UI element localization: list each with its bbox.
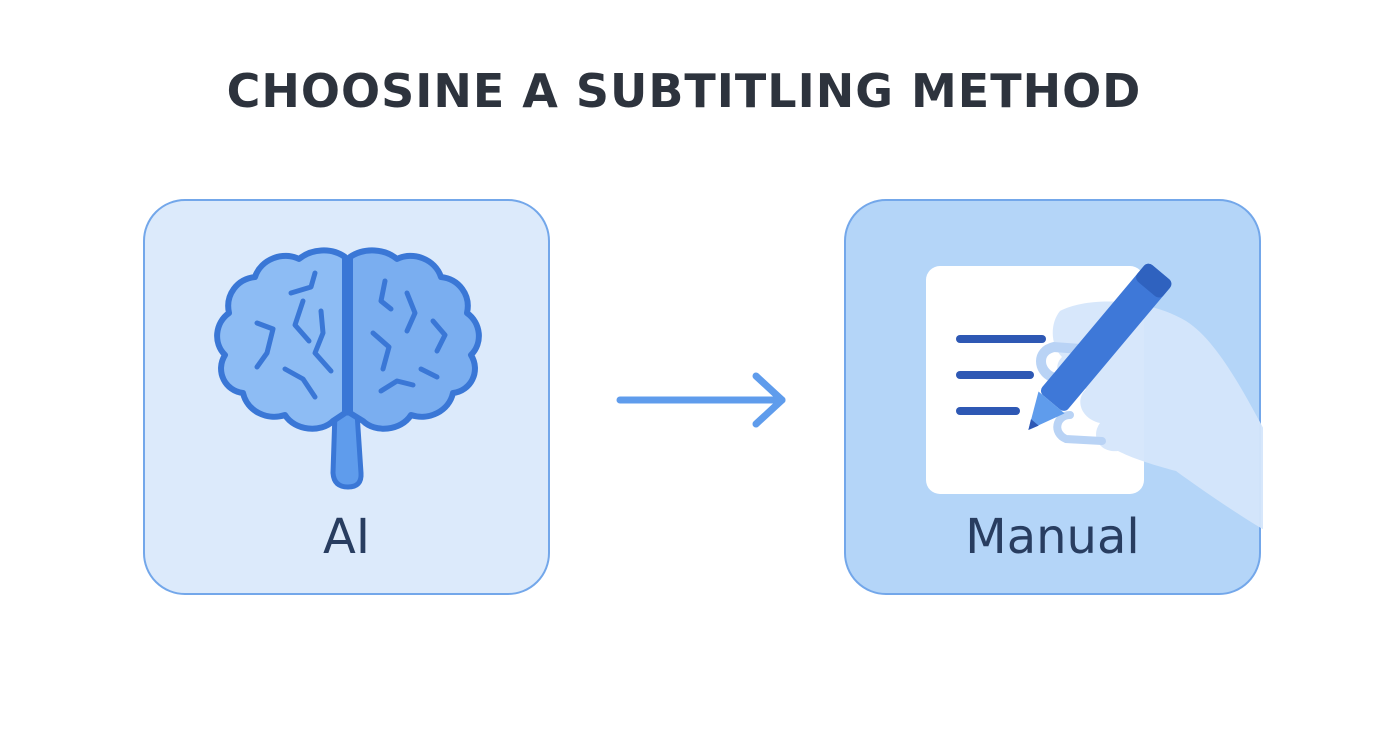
brain-icon: [214, 247, 482, 490]
hand-writing-pen-icon: [926, 263, 1263, 530]
option-card-manual[interactable]: Manual: [844, 199, 1263, 595]
option-label-ai: AI: [323, 509, 370, 565]
text-lines-icon: [956, 335, 1046, 415]
page-title: CHOOSINE A SUBTITLING METHOD: [226, 64, 1142, 118]
option-label-manual: Manual: [965, 509, 1140, 565]
right-arrow-icon: [616, 372, 786, 428]
option-card-ai[interactable]: AI: [143, 199, 550, 595]
